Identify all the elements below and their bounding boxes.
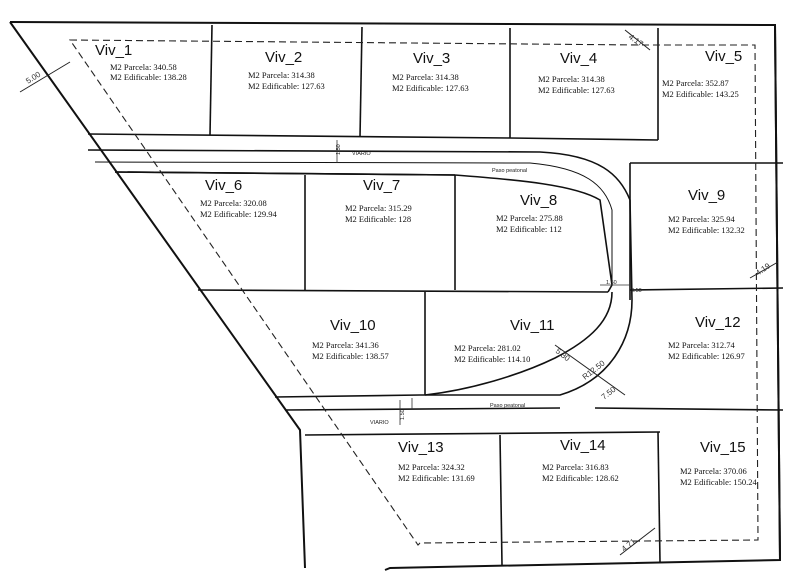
lot-name: Viv_3: [413, 50, 450, 67]
lot-name: Viv_5: [705, 48, 742, 65]
viario-label-top: VIARIO: [352, 151, 371, 157]
lot-parcela: M2 Parcela: 341.36: [312, 340, 379, 350]
paso-peatonal-bottom: Paso peatonal: [490, 403, 525, 409]
lot-edificable: M2 Edificable: 127.63: [538, 85, 615, 95]
lot-viv-5: Viv_5 M2 Parcela: 352.87 M2 Edificable: …: [662, 48, 742, 99]
lot-edificable: M2 Edificable: 127.63: [392, 83, 469, 93]
lot-edificable: M2 Edificable: 127.63: [248, 81, 325, 91]
lot-edificable: M2 Edificable: 129.94: [200, 209, 277, 219]
lot-viv-1: Viv_1 M2 Parcela: 340.58 M2 Edificable: …: [95, 42, 187, 82]
site-boundary: [9, 21, 782, 571]
paso-peatonal-top: Paso peatonal: [492, 168, 527, 174]
lot-parcela: M2 Parcela: 281.02: [454, 343, 521, 353]
dim-150-top: 1.50: [336, 144, 342, 155]
lot-edificable: M2 Edificable: 131.69: [398, 473, 475, 483]
lot-edificable: M2 Edificable: 138.28: [110, 72, 187, 82]
dim-750: 7.50: [600, 385, 618, 402]
lot-parcela: M2 Parcela: 314.38: [392, 72, 459, 82]
lot-parcela: M2 Parcela: 320.08: [200, 198, 267, 208]
lot-edificable: M2 Edificable: 126.97: [668, 351, 745, 361]
lot-name: Viv_1: [95, 42, 132, 59]
lot-edificable: M2 Edificable: 138.57: [312, 351, 389, 361]
lot-name: Viv_15: [700, 439, 746, 456]
lot-name: Viv_14: [560, 437, 606, 454]
lot-lines: [87, 24, 784, 566]
lot-name: Viv_8: [520, 192, 557, 209]
lot-edificable: M2 Edificable: 128.62: [542, 473, 619, 483]
lot-edificable: M2 Edificable: 112: [496, 224, 562, 234]
dim-150-right: 1.50: [606, 280, 617, 286]
dim-150-bottom: 1.50: [400, 409, 406, 420]
lot-parcela: M2 Parcela: 316.83: [542, 462, 609, 472]
dim-417: 4.17: [627, 32, 645, 49]
lot-viv-7: Viv_7 M2 Parcela: 315.29 M2 Edificable: …: [345, 177, 412, 224]
lot-name: Viv_4: [560, 50, 597, 67]
lot-viv-6: Viv_6 M2 Parcela: 320.08 M2 Edificable: …: [200, 177, 277, 219]
lot-name: Viv_11: [510, 317, 554, 334]
lot-edificable: M2 Edificable: 132.32: [668, 225, 745, 235]
lot-edificable: M2 Edificable: 114.10: [454, 354, 530, 364]
lot-edificable: M2 Edificable: 143.25: [662, 89, 739, 99]
lot-name: Viv_6: [205, 177, 242, 194]
lot-parcela: M2 Parcela: 275.88: [496, 213, 563, 223]
lot-viv-2: Viv_2 M2 Parcela: 314.38 M2 Edificable: …: [248, 49, 325, 91]
lot-parcela: M2 Parcela: 340.58: [110, 62, 177, 72]
lot-viv-14: Viv_14 M2 Parcela: 316.83 M2 Edificable:…: [542, 437, 619, 483]
lot-name: Viv_7: [363, 177, 400, 194]
lot-parcela: M2 Parcela: 324.32: [398, 462, 465, 472]
lot-viv-8: Viv_8 M2 Parcela: 275.88 M2 Edificable: …: [496, 192, 563, 234]
lot-name: Viv_13: [398, 439, 444, 456]
corner-dimension-marks: [19, 29, 779, 556]
lot-name: Viv_9: [688, 187, 725, 204]
lot-name: Viv_12: [695, 314, 741, 331]
lot-name: Viv_2: [265, 49, 302, 66]
viario-label-bottom: VIARIO: [370, 420, 389, 426]
lot-parcela: M2 Parcela: 352.87: [662, 78, 729, 88]
lot-viv-10: Viv_10 M2 Parcela: 341.36 M2 Edificable:…: [312, 317, 389, 361]
lot-parcela: M2 Parcela: 370.06: [680, 466, 747, 476]
lot-parcela: M2 Parcela: 325.94: [668, 214, 736, 224]
lot-edificable: M2 Edificable: 150.24: [680, 477, 757, 487]
lot-viv-12: Viv_12 M2 Parcela: 312.74 M2 Edificable:…: [668, 314, 745, 361]
dim-530: 5.30: [554, 346, 572, 363]
lot-parcela: M2 Parcela: 314.38: [538, 74, 605, 84]
road-dimension-ticks: [336, 140, 630, 425]
lot-parcela: M2 Parcela: 314.38: [248, 70, 315, 80]
lot-viv-15: Viv_15 M2 Parcela: 370.06 M2 Edificable:…: [680, 439, 757, 487]
lot-viv-13: Viv_13 M2 Parcela: 324.32 M2 Edificable:…: [398, 439, 475, 483]
dim-500: 5.00: [24, 70, 42, 86]
lot-edificable: M2 Edificable: 128: [345, 214, 411, 224]
lot-viv-9: Viv_9 M2 Parcela: 325.94 M2 Edificable: …: [668, 187, 745, 235]
lot-viv-3: Viv_3 M2 Parcela: 314.38 M2 Edificable: …: [392, 50, 469, 93]
dim-471: 4.71: [620, 537, 638, 554]
lot-viv-11: Viv_11 M2 Parcela: 281.02 M2 Edificable:…: [454, 317, 554, 364]
dim-350: 3.50: [631, 288, 642, 294]
lot-parcela: M2 Parcela: 312.74: [668, 340, 736, 350]
setback-line: [68, 39, 759, 546]
lot-parcela: M2 Parcela: 315.29: [345, 203, 412, 213]
lot-viv-4: Viv_4 M2 Parcela: 314.38 M2 Edificable: …: [538, 50, 615, 95]
lot-name: Viv_10: [330, 317, 376, 334]
